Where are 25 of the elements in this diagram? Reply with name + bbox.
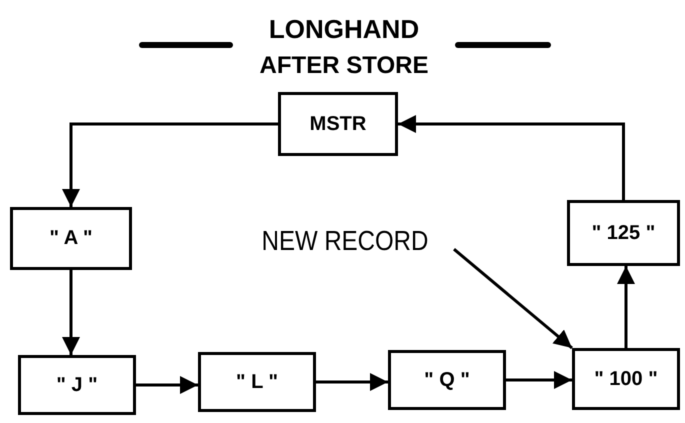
record-value: " L " <box>236 370 278 394</box>
leader-arrow <box>453 248 573 350</box>
arrow <box>62 122 278 207</box>
record-value: " 100 " <box>594 368 658 390</box>
record-value: " J " <box>56 374 98 396</box>
record-value: MSTR <box>310 112 366 136</box>
arrow <box>617 266 635 348</box>
arrow <box>136 376 198 394</box>
arrow <box>316 373 388 391</box>
record-box <box>388 350 506 410</box>
record-box <box>198 352 316 412</box>
record-box <box>18 355 136 415</box>
record-value: " Q " <box>424 368 470 392</box>
arrow <box>506 371 572 389</box>
record-box <box>572 348 680 410</box>
callout-text: NEW RECORD <box>238 221 452 263</box>
subtitle: AFTER STORE <box>258 52 430 80</box>
record-value: " A " <box>49 227 93 250</box>
arrow <box>398 115 625 200</box>
record-value: " 125 " <box>592 222 656 244</box>
title: LONGHAND <box>268 14 420 45</box>
arrow <box>62 270 80 355</box>
record-box <box>278 92 398 156</box>
record-box <box>10 207 132 270</box>
record-box <box>567 200 680 266</box>
